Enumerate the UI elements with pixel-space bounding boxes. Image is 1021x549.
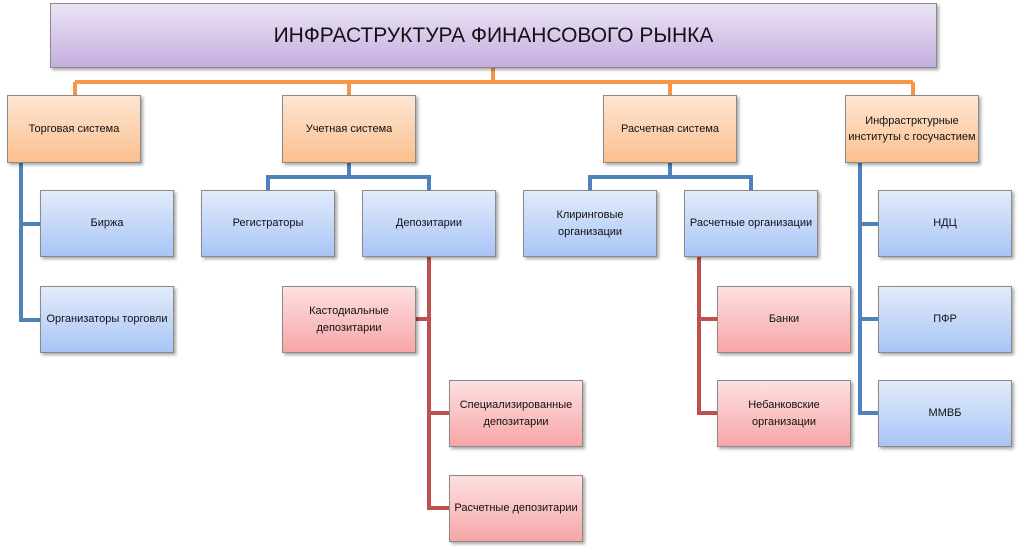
node-depositories: Депозитарии [362, 190, 496, 257]
node-trade-organizers: Организаторы торговли [40, 286, 174, 353]
node-ndc: НДЦ [878, 190, 1012, 257]
node-banks: Банки [717, 286, 851, 353]
node-settlement-system: Расчетная система [603, 95, 737, 163]
page-title: ИНФРАСТРУКТУРА ФИНАНСОВОГО РЫНКА [50, 3, 937, 68]
node-trading-system: Торговая система [7, 95, 141, 163]
node-custodial-depositories: Кастодиальные депозитарии [282, 286, 416, 353]
node-nonbank-orgs: Небанковские организации [717, 380, 851, 447]
blue-connectors [19, 163, 878, 415]
node-exchange: Биржа [40, 190, 174, 257]
node-settlement-orgs: Расчетные организации [684, 190, 818, 257]
red-connectors [416, 257, 717, 510]
node-accounting-system: Учетная система [282, 95, 416, 163]
node-micex: ММВБ [878, 380, 1012, 447]
node-specialized-depositories: Специализированные депозитарии [449, 380, 583, 447]
node-settlement-depositories: Расчетные депозитарии [449, 475, 583, 542]
node-state-institutions: Инфрастрктурные институты с госучастием [845, 95, 979, 163]
orange-connectors [73, 68, 915, 95]
node-registrars: Регистраторы [201, 190, 335, 257]
node-pfr: ПФР [878, 286, 1012, 353]
node-clearing-orgs: Клиринговые организации [523, 190, 657, 257]
